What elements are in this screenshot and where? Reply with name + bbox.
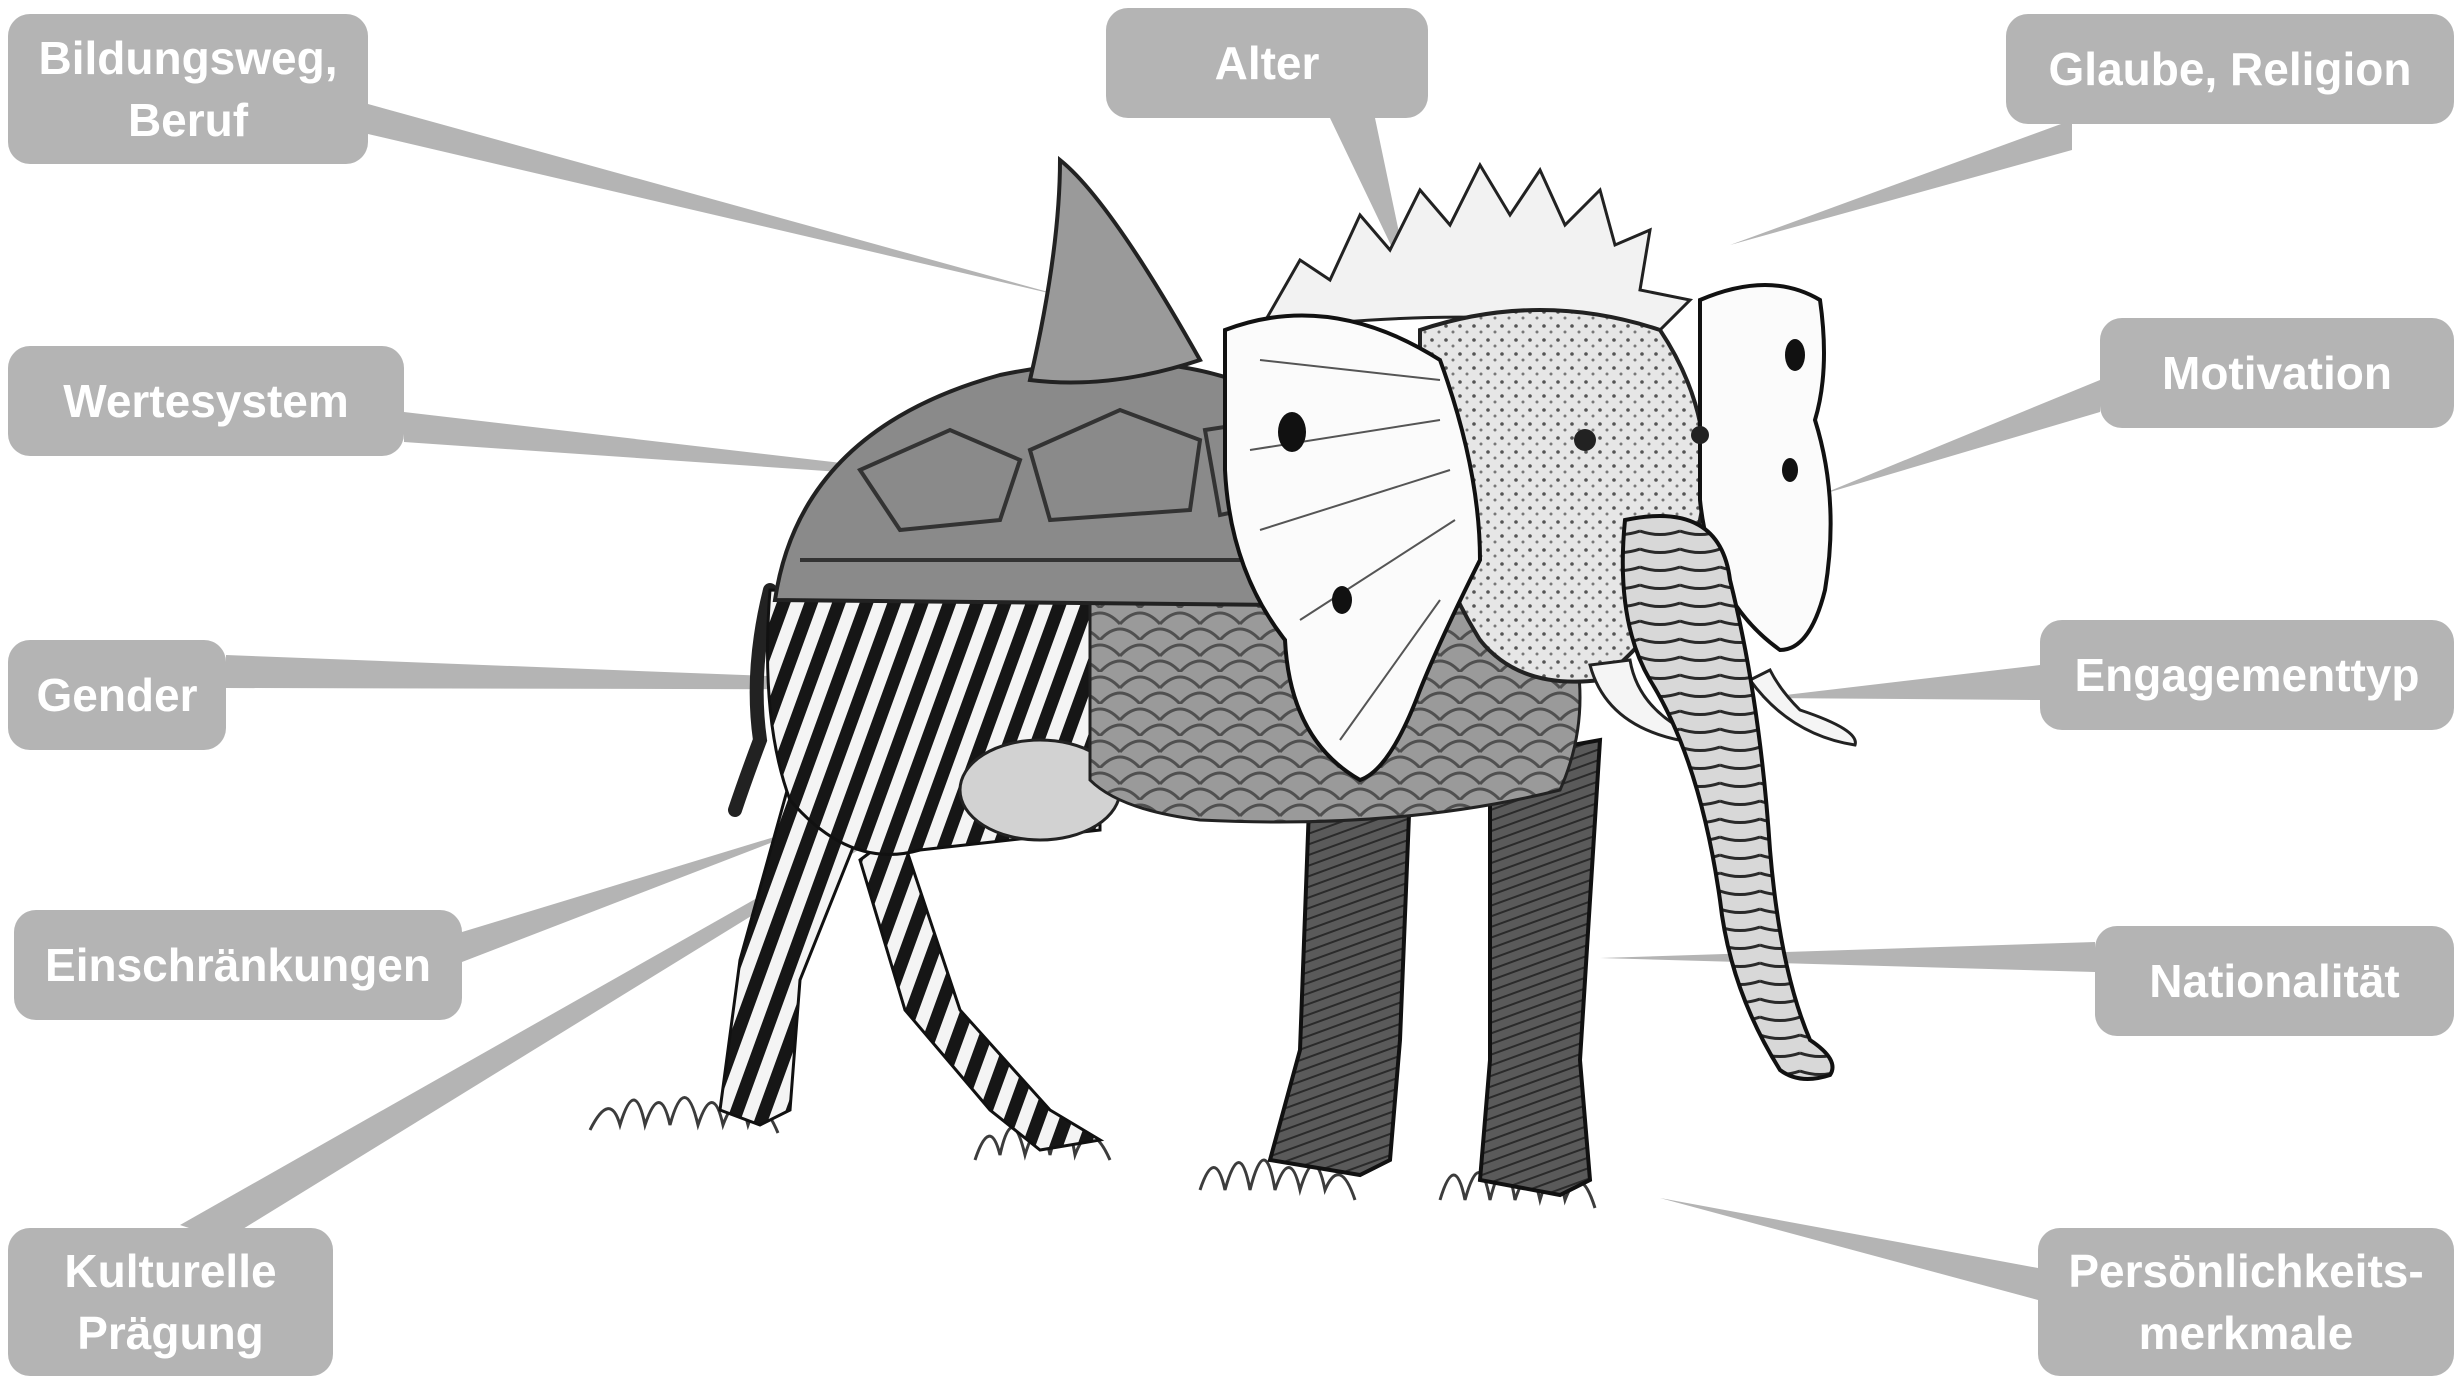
label-bildungsweg-beruf: Bildungsweg, Beruf (8, 14, 368, 164)
eye-left (1574, 429, 1596, 451)
label-persoenlichkeitsmerkmale: Persönlichkeits- merkmale (2038, 1228, 2454, 1376)
label-wertesystem: Wertesystem (8, 346, 404, 456)
lion-mane (1260, 165, 1690, 340)
leader-persoenlichkeit (1660, 1198, 2038, 1300)
label-gender: Gender (8, 640, 226, 750)
tail (735, 590, 770, 810)
label-engagementtyp: Engagementtyp (2040, 620, 2454, 730)
tusk-right (1750, 670, 1855, 745)
elephant-leg-back (1270, 780, 1410, 1175)
elephant-leg-front (1480, 740, 1600, 1195)
leader-motivation (1820, 380, 2100, 495)
label-motivation: Motivation (2100, 318, 2454, 428)
leader-nationalitaet (1600, 942, 2095, 972)
eye-right (1691, 426, 1709, 444)
animal (590, 160, 1855, 1208)
label-alter: Alter (1106, 8, 1428, 118)
leader-glaube (1730, 120, 2072, 245)
leader-engagement (1760, 665, 2040, 700)
label-einschraenkungen: Einschränkungen (14, 910, 462, 1020)
leader-bildung (368, 104, 1070, 298)
zebra-hind-leg-back (860, 830, 1100, 1150)
label-nationalitaet: Nationalität (2095, 926, 2454, 1036)
label-kulturelle-praegung: Kulturelle Prägung (8, 1228, 333, 1376)
shark-fin (1030, 160, 1200, 383)
label-glaube-religion: Glaube, Religion (2006, 14, 2454, 124)
